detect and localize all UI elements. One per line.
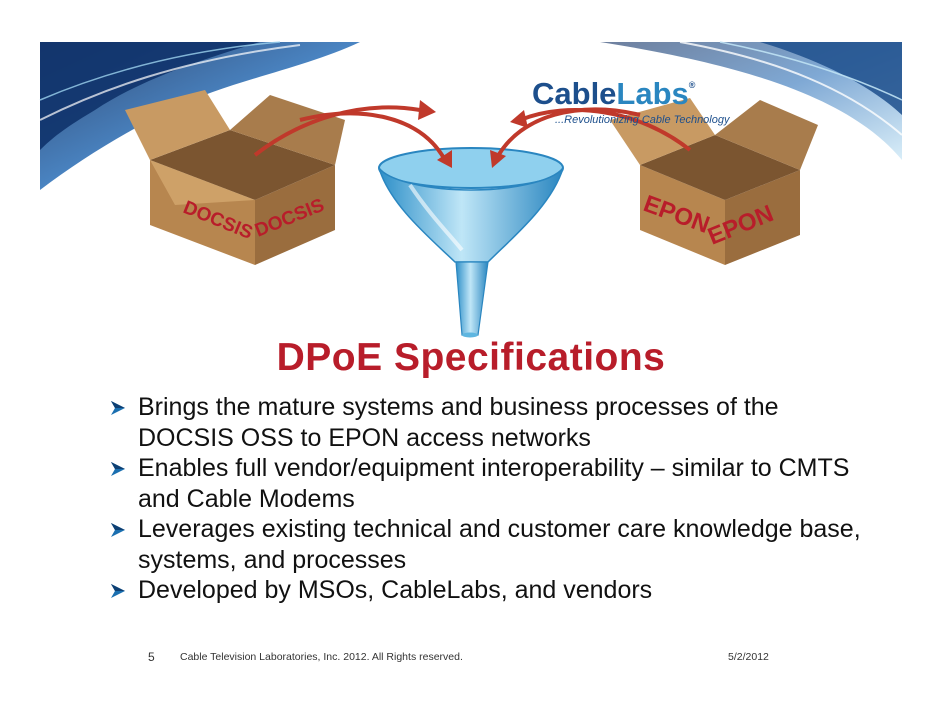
bullet-text: Leverages existing technical and custome… [138, 515, 861, 574]
bullet-text: Enables full vendor/equipment interopera… [138, 454, 850, 513]
docsis-box-illustration: DOCSIS DOCSIS [125, 90, 345, 265]
swoosh-left-decoration [39, 41, 360, 190]
swoosh-right-decoration [600, 41, 903, 160]
logo-registered-mark: ® [689, 80, 696, 90]
slide-date: 5/2/2012 [728, 651, 769, 663]
arrowhead-bullet-icon [111, 584, 125, 598]
logo-brand-part1: Cable [532, 76, 616, 111]
page-number: 5 [148, 650, 155, 664]
bullet-text: Brings the mature systems and business p… [138, 393, 779, 452]
arrowhead-bullet-icon [111, 523, 125, 537]
bullet-item: Enables full vendor/equipment interopera… [110, 453, 870, 514]
arrowhead-bullet-icon [111, 401, 125, 415]
bullet-item: Brings the mature systems and business p… [110, 392, 870, 453]
bullet-text: Developed by MSOs, CableLabs, and vendor… [138, 576, 653, 604]
slide-title: DPoE Specifications [276, 336, 666, 379]
slide-footer: 5 Cable Television Laboratories, Inc. 20… [0, 650, 942, 670]
bullet-item: Developed by MSOs, CableLabs, and vendor… [110, 575, 870, 606]
copyright-text: Cable Television Laboratories, Inc. 2012… [180, 651, 463, 663]
logo-brand-part2: Labs [616, 76, 688, 111]
header-illustration: DOCSIS DOCSIS EPON EPON [39, 41, 903, 338]
funnel-illustration [378, 147, 564, 338]
epon-box-illustration: EPON EPON [610, 98, 818, 265]
arrowheads [418, 100, 528, 168]
logo-tagline: ...Revolutionizing Cable Technology [555, 114, 731, 126]
bullet-list: Brings the mature systems and business p… [110, 392, 870, 606]
arrowhead-bullet-icon [111, 462, 125, 476]
bullet-item: Leverages existing technical and custome… [110, 514, 870, 575]
cablelabs-logo: CableLabs® ...Revolutionizing Cable Tech… [532, 76, 731, 126]
arrows-into-funnel [253, 105, 692, 161]
svg-text:CableLabs®: CableLabs® [532, 76, 696, 111]
